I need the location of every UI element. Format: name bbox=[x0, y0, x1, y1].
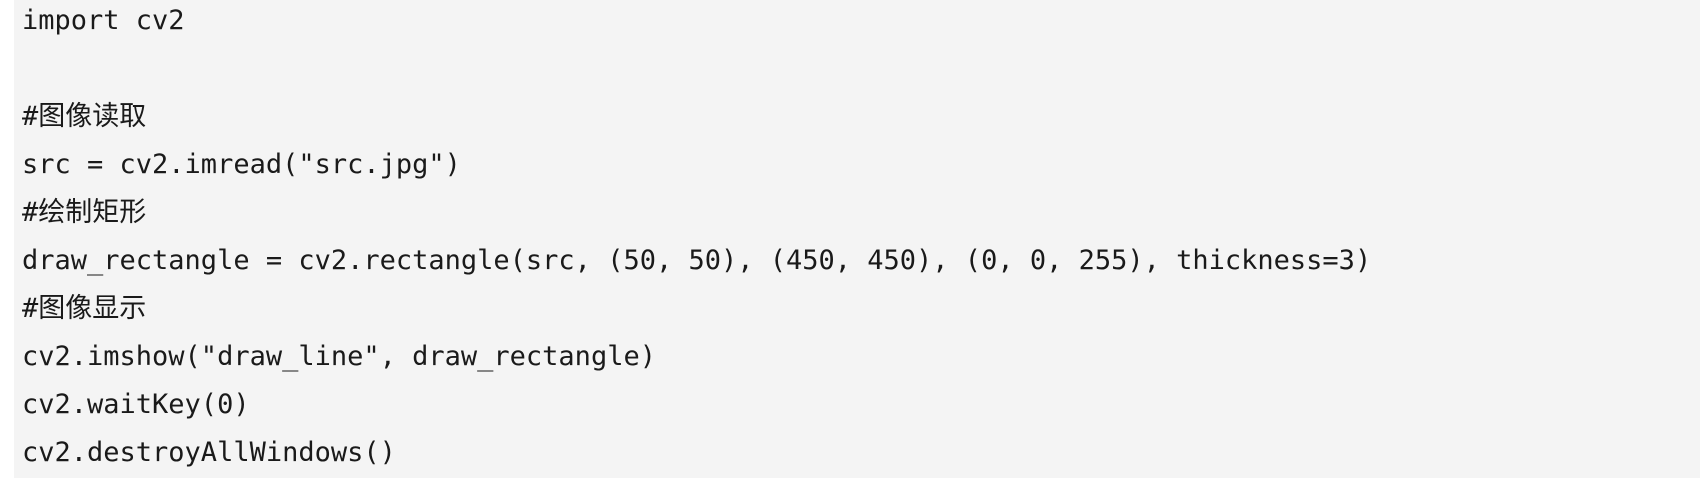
code-line-comment-draw: #绘制矩形 bbox=[22, 197, 147, 228]
code-line-imread: src = cv2.imread("src.jpg") bbox=[22, 149, 461, 180]
code-line-destroy: cv2.destroyAllWindows() bbox=[22, 437, 396, 468]
code-line-imshow: cv2.imshow("draw_line", draw_rectangle) bbox=[22, 341, 656, 372]
code-line-import: import cv2 bbox=[22, 5, 185, 36]
code-line-waitkey: cv2.waitKey(0) bbox=[22, 389, 250, 420]
code-block: import cv2 #图像读取 src = cv2.imread("src.j… bbox=[14, 0, 1700, 478]
code-line-comment-show: #图像显示 bbox=[22, 293, 147, 324]
code-line-blank bbox=[14, 49, 1700, 97]
code-line-rectangle: draw_rectangle = cv2.rectangle(src, (50,… bbox=[22, 245, 1372, 276]
code-line-comment-read: #图像读取 bbox=[22, 101, 147, 132]
